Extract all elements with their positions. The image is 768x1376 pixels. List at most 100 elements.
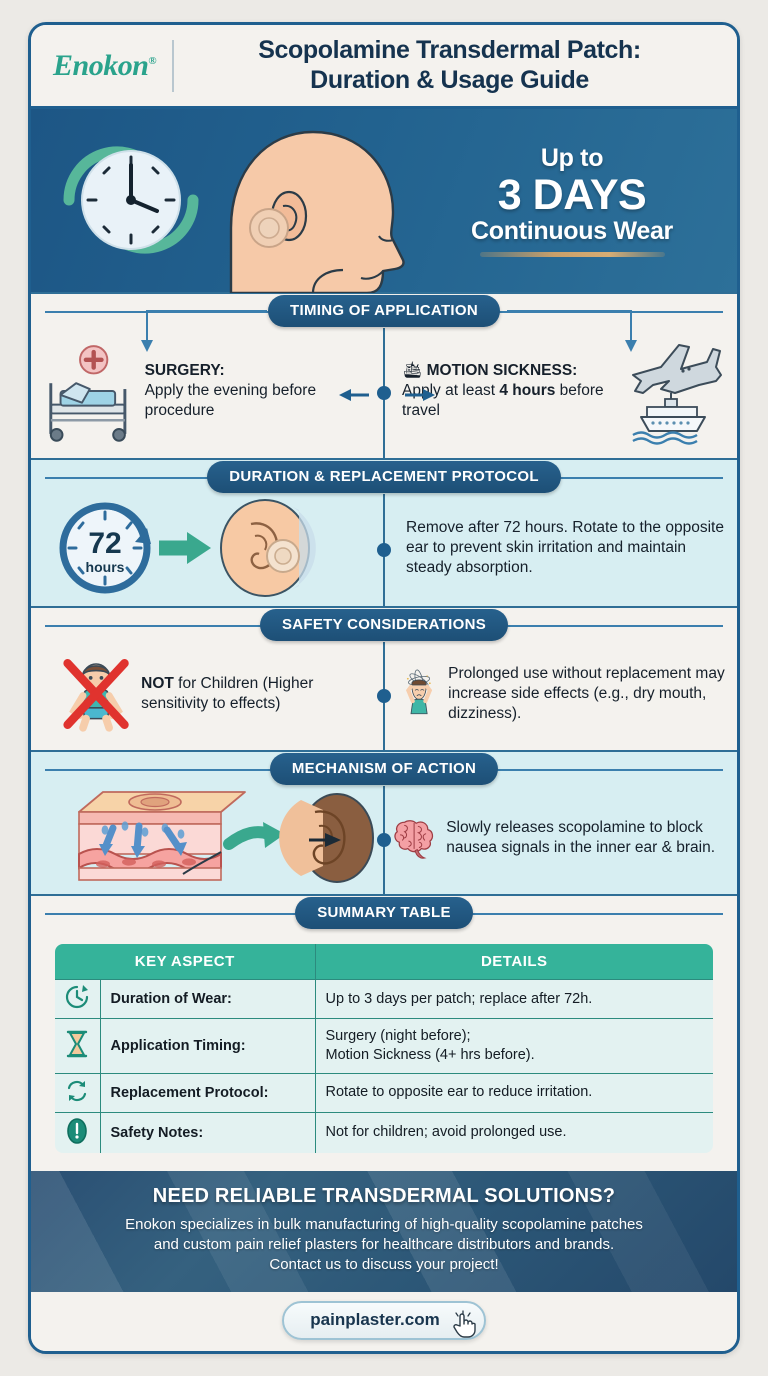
- hero-duration: 3 DAYS: [497, 170, 647, 219]
- hero-illustration: [31, 108, 421, 293]
- website-cta-label: painplaster.com: [310, 1309, 440, 1329]
- row-key-label: Application Timing:: [100, 1018, 316, 1074]
- footer-cta-banner: NEED RELIABLE TRANSDERMAL SOLUTIONS? Eno…: [31, 1170, 737, 1292]
- section-pill-duration: DURATION & REPLACEMENT PROTOCOL: [207, 461, 561, 493]
- timeline-node: [377, 689, 391, 703]
- cruise-ship-icon: [632, 393, 706, 445]
- timing-right-body-post: before travel: [402, 382, 604, 420]
- footer-line1: Enokon specializes in bulk manufacturing…: [125, 1215, 643, 1233]
- timing-right-heading-wrap: 🛳 MOTION SICKNESS:: [402, 361, 617, 381]
- safety-right: Prolonged use without replacement may in…: [384, 648, 725, 740]
- summary-table-head: KEY ASPECT DETAILS: [55, 943, 713, 980]
- summary-table-header-row: KEY ASPECT DETAILS: [55, 943, 713, 980]
- section-duration-header: DURATION & REPLACEMENT PROTOCOL: [31, 460, 737, 494]
- timing-right-body-bold: 4 hours: [499, 382, 556, 400]
- duration-right: Remove after 72 hours. Rotate to the opp…: [384, 518, 725, 577]
- brand-logo-text: Enokon: [53, 48, 149, 82]
- hourglass-icon: [67, 1030, 88, 1058]
- table-row: Replacement Protocol: Rotate to opposite…: [55, 1072, 713, 1113]
- duration-clock-unit: hours: [86, 559, 125, 575]
- hero-underline: [479, 252, 665, 258]
- section-summary: SUMMARY TABLE KEY ASPECT DETAILS: [31, 894, 737, 1171]
- section-safety-content: NOT for Children (Higher sensitivity to …: [31, 642, 737, 750]
- cta-strip: painplaster.com: [31, 1291, 737, 1351]
- warning-exclamation-icon: [67, 1117, 88, 1144]
- summary-table-wrap: KEY ASPECT DETAILS Duration o: [31, 930, 737, 1171]
- safety-left-body: for Children (Higher sensitivity to effe…: [141, 675, 314, 712]
- hospital-bed-icon: [49, 345, 127, 442]
- safety-right-body: Prolonged use without replacement may in…: [448, 665, 725, 722]
- section-summary-header: SUMMARY TABLE: [31, 896, 737, 930]
- dizzy-person-icon: [405, 669, 433, 715]
- footer-line2: and custom pain relief plasters for heal…: [153, 1236, 615, 1254]
- website-cta-button[interactable]: painplaster.com: [282, 1300, 486, 1340]
- clock-rotate-icon: [66, 985, 89, 1009]
- section-duration: DURATION & REPLACEMENT PROTOCOL: [31, 458, 737, 606]
- timing-right-text: 🛳 MOTION SICKNESS: Apply at least 4 hour…: [402, 361, 617, 421]
- mechanism-right-body: Slowly releases scopolamine to block nau…: [446, 819, 716, 856]
- row-details: Up to 3 days per patch; replace after 72…: [315, 979, 713, 1019]
- table-row: Safety Notes: Not for children; avoid pr…: [55, 1111, 713, 1153]
- section-mechanism: MECHANISM OF ACTION: [31, 750, 737, 894]
- airplane-and-ship-icon: [632, 344, 722, 445]
- safety-left-text: NOT for Children (Higher sensitivity to …: [141, 674, 384, 714]
- brain-icon: [394, 820, 434, 859]
- section-safety-header: SAFETY CONSIDERATIONS: [31, 608, 737, 642]
- timing-left-text: SURGERY: Apply the evening before proced…: [145, 361, 384, 420]
- timing-right-heading: MOTION SICKNESS:: [426, 361, 578, 379]
- section-mechanism-content: Slowly releases scopolamine to block nau…: [31, 786, 737, 894]
- section-mechanism-header: MECHANISM OF ACTION: [31, 752, 737, 786]
- timing-left-body: Apply the evening before procedure: [144, 382, 317, 419]
- section-pill-safety: SAFETY CONSIDERATIONS: [259, 609, 509, 641]
- hero-banner: Up to 3 DAYS Continuous Wear: [31, 109, 737, 294]
- hand-cursor-icon: [453, 1310, 476, 1338]
- summary-col-details: DETAILS: [315, 943, 713, 980]
- airplane-icon: [632, 344, 722, 394]
- row-details: Rotate to opposite ear to reduce irritat…: [315, 1072, 713, 1113]
- header: Enokon® Scopolamine Transdermal Patch: D…: [31, 25, 737, 109]
- head-profile-with-patch-icon: [229, 130, 405, 293]
- row-icon-cell: [55, 1018, 101, 1074]
- section-safety: SAFETY CONSIDERATIONS: [31, 606, 737, 750]
- footer-line3: Contact us to discuss your project!: [269, 1256, 499, 1274]
- summary-table-body: Duration of Wear: Up to 3 days per patch…: [55, 979, 713, 1153]
- duration-right-body: Remove after 72 hours. Rotate to the opp…: [406, 519, 724, 576]
- section-timing-content: SURGERY: Apply the evening before proced…: [31, 328, 737, 458]
- footer-heading: NEED RELIABLE TRANSDERMAL SOLUTIONS?: [152, 1184, 616, 1207]
- timing-left: SURGERY: Apply the evening before proced…: [43, 339, 384, 443]
- table-row: Duration of Wear: Up to 3 days per patch…: [55, 979, 713, 1019]
- timing-right: 🛳 MOTION SICKNESS: Apply at least 4 hour…: [384, 337, 725, 445]
- child-crossed-out-icon: [63, 659, 129, 732]
- skin-cross-section-to-ear-icon: [78, 791, 374, 883]
- duration-clock-value: 72: [88, 527, 121, 560]
- row-key-label: Replacement Protocol:: [100, 1072, 316, 1113]
- mechanism-left: [43, 786, 384, 890]
- section-timing-header: TIMING OF APPLICATION: [31, 294, 737, 328]
- duration-left: 72 hours: [43, 496, 384, 600]
- hero-art-svg: [63, 130, 405, 293]
- header-divider: [172, 39, 175, 92]
- summary-col-key-aspect: KEY ASPECT: [55, 943, 316, 980]
- timing-left-heading: SURGERY:: [144, 362, 225, 380]
- page-title-line1: Scopolamine Transdermal Patch:: [258, 36, 641, 64]
- section-duration-content: 72 hours Remove after 72 hours. Rotate t…: [31, 494, 737, 606]
- hero-up-to: Up to: [540, 143, 604, 172]
- hero-copy: Up to 3 DAYS Continuous Wear: [421, 144, 737, 258]
- timeline-node: [377, 386, 391, 400]
- infographic-root: Enokon® Scopolamine Transdermal Patch: D…: [28, 22, 740, 1354]
- page-title-line2: Duration & Usage Guide: [310, 65, 589, 94]
- section-pill-summary: SUMMARY TABLE: [295, 897, 473, 929]
- section-timing: TIMING OF APPLICATION: [31, 294, 737, 458]
- 72-hours-clock-to-ear-icon: 72 hours: [59, 499, 316, 597]
- section-pill-timing: TIMING OF APPLICATION: [268, 295, 500, 327]
- timeline-node: [377, 543, 391, 557]
- clock-rotate-icon: [63, 146, 199, 254]
- cruise-ship-icon: 🛳: [402, 361, 423, 379]
- summary-table: KEY ASPECT DETAILS Duration o: [53, 942, 715, 1155]
- row-icon-cell: [55, 979, 101, 1019]
- row-details: Surgery (night before); Motion Sickness …: [315, 1018, 713, 1074]
- refresh-cycle-icon: [68, 1080, 87, 1101]
- page-title: Scopolamine Transdermal Patch: Duration …: [192, 36, 715, 95]
- row-icon-cell: [55, 1111, 101, 1153]
- registered-mark: ®: [148, 54, 157, 67]
